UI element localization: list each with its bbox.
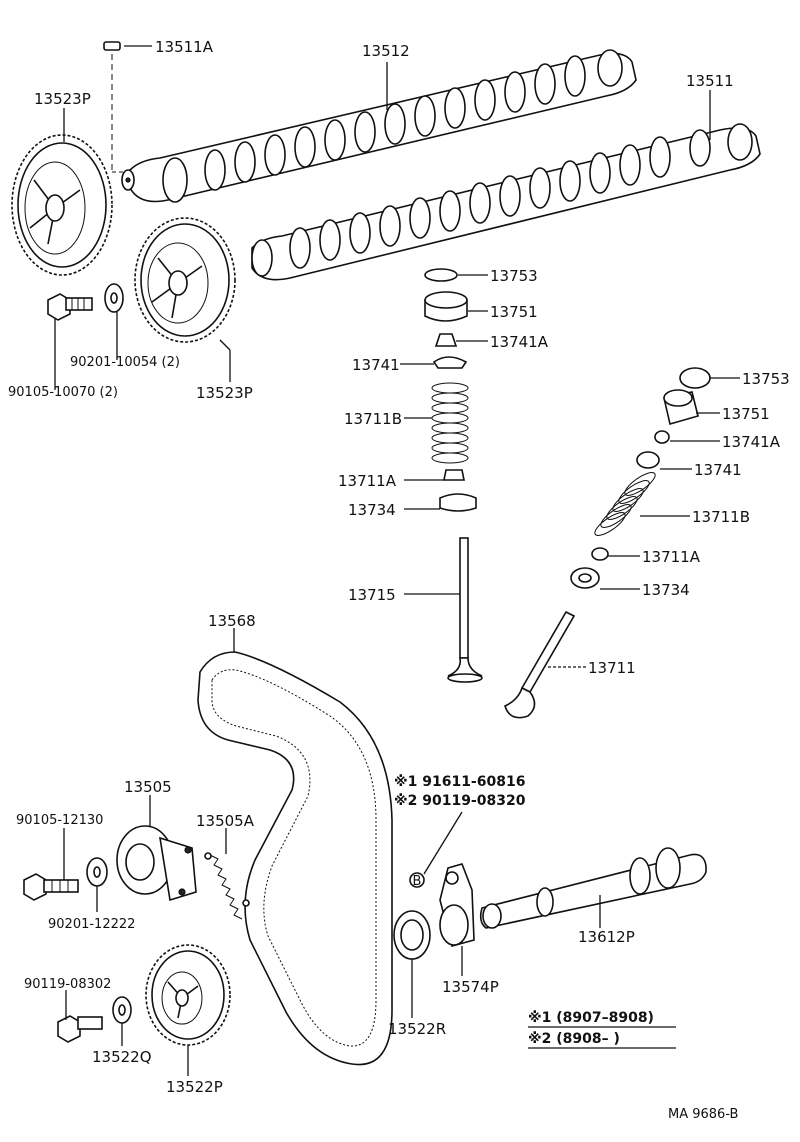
shaft-13612P bbox=[479, 847, 707, 929]
label-13574P: 13574P bbox=[442, 978, 499, 996]
bolt-90105-10070 bbox=[47, 293, 93, 321]
label-13505A: 13505A bbox=[196, 812, 255, 830]
label-13522Q: 13522Q bbox=[92, 1048, 152, 1066]
label-13522P: 13522P bbox=[166, 1078, 223, 1096]
label-13741A-right: 13741A bbox=[722, 433, 781, 451]
label-13751-left: 13751 bbox=[490, 303, 538, 321]
legend: ※1 (8907–8908) ※2 (8908– ) bbox=[528, 1010, 676, 1049]
bolt-90119-08302 bbox=[57, 1015, 103, 1043]
legend-line2: ※2 (8908– ) bbox=[528, 1031, 620, 1047]
timing-belt-13568 bbox=[197, 651, 393, 1066]
label-13511A: 13511A bbox=[155, 38, 214, 56]
label-13711: 13711 bbox=[588, 659, 636, 677]
label-13711B-left: 13711B bbox=[344, 410, 402, 428]
camshaft-pulley-13523P-upper bbox=[11, 134, 113, 276]
label-13505: 13505 bbox=[124, 778, 172, 796]
label-13715: 13715 bbox=[348, 586, 396, 604]
label-13511: 13511 bbox=[686, 72, 734, 90]
label-90105-10070: 90105-10070 (2) bbox=[8, 385, 118, 400]
pin-13511A bbox=[103, 41, 124, 173]
camshaft-13511 bbox=[251, 123, 761, 281]
label-13741-left: 13741 bbox=[352, 356, 400, 374]
camshaft-13512 bbox=[121, 49, 637, 203]
bolt-marker-label: B bbox=[413, 874, 422, 889]
label-13612P: 13612P bbox=[578, 928, 635, 946]
label-13523P-lower: 13523P bbox=[196, 384, 253, 402]
bolt-90105-12130 bbox=[23, 873, 79, 901]
camshaft-pulley-13523P-lower bbox=[134, 217, 236, 343]
label-ref2: ※2 90119-08320 bbox=[394, 793, 526, 809]
label-13751-right: 13751 bbox=[722, 405, 770, 423]
label-13753-left: 13753 bbox=[490, 267, 538, 285]
label-13523P-upper: 13523P bbox=[34, 90, 91, 108]
label-90201-12222: 90201-12222 bbox=[48, 917, 135, 932]
label-13741A-left: 13741A bbox=[490, 333, 549, 351]
catalog-code: MA 9686-B bbox=[668, 1107, 738, 1122]
label-13711A-right: 13711A bbox=[642, 548, 701, 566]
label-ref1: ※1 91611-60816 bbox=[394, 774, 525, 790]
label-13512: 13512 bbox=[362, 42, 410, 60]
leader-lines bbox=[54, 45, 740, 1076]
idler-bracket-13574P bbox=[439, 863, 475, 947]
label-13753-right: 13753 bbox=[742, 370, 790, 388]
label-13734-right: 13734 bbox=[642, 581, 690, 599]
label-90119-08302: 90119-08302 bbox=[24, 977, 111, 992]
washer-13522Q bbox=[112, 996, 132, 1024]
label-13711B-right: 13711B bbox=[692, 508, 750, 526]
label-13741-right: 13741 bbox=[694, 461, 742, 479]
bolt-marker: B bbox=[409, 872, 425, 889]
valve-stack-left bbox=[424, 268, 483, 683]
label-13522R: 13522R bbox=[388, 1020, 446, 1038]
valve-stack-right bbox=[504, 367, 711, 719]
label-13568: 13568 bbox=[208, 612, 256, 630]
callout-labels: 13511A 13512 13511 13523P 90201-10054 (2… bbox=[8, 38, 790, 1096]
legend-line1: ※1 (8907–8908) bbox=[528, 1010, 654, 1026]
label-90105-12130: 90105-12130 bbox=[16, 813, 103, 828]
label-13711A-left: 13711A bbox=[338, 472, 397, 490]
washer-90201-12222 bbox=[86, 857, 108, 887]
label-90201-10054: 90201-10054 (2) bbox=[70, 355, 180, 370]
tension-spring-13505A bbox=[204, 852, 250, 920]
crankshaft-pulley-13522P bbox=[145, 944, 231, 1046]
tensioner-13505 bbox=[116, 825, 197, 902]
washer-90201-10054 bbox=[104, 283, 124, 313]
belt-guide-13522R bbox=[393, 910, 431, 960]
label-13734-left: 13734 bbox=[348, 501, 396, 519]
